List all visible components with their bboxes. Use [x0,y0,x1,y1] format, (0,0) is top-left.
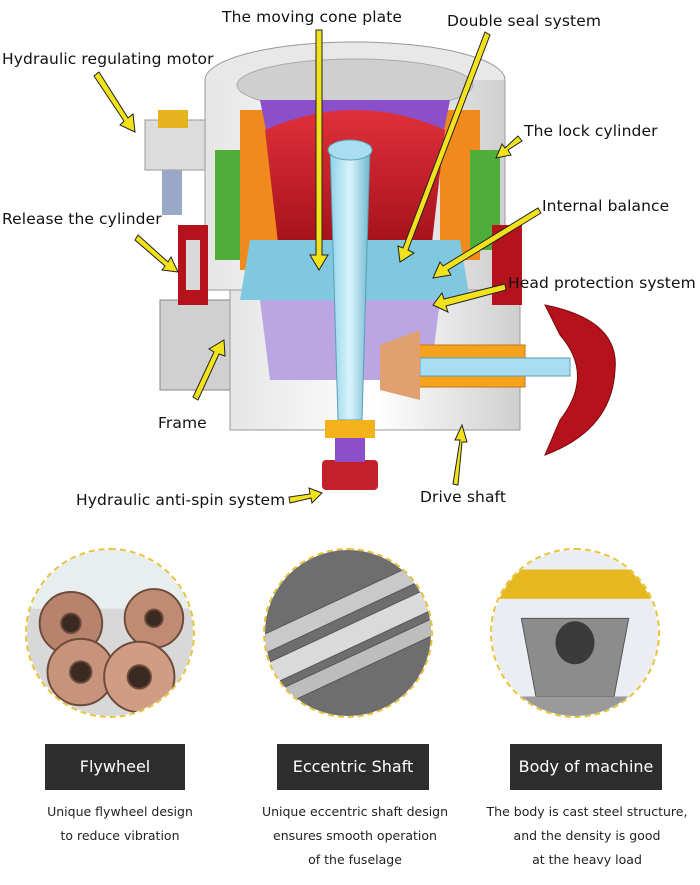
machine-body-title-banner: Body of machine [510,744,662,790]
flywheel-photo [25,548,195,718]
eccentric-desc-line-3: of the fuselage [308,852,402,867]
machine-body-photo [490,548,660,718]
label-lock-cylinder: The lock cylinder [524,122,658,140]
eccentric-desc-line-2: ensures smooth operation [273,828,437,843]
label-moving-cone-plate: The moving cone plate [222,8,403,26]
label-hydraulic-regulating-motor: Hydraulic regulating motor [2,50,214,68]
eccentric-shaft-photo [263,548,433,718]
label-head-protection-system: Head protection system [508,274,696,292]
label-frame: Frame [158,414,207,432]
label-internal-balance: Internal balance [542,197,670,215]
flywheel-desc-line-2: to reduce vibration [60,828,180,843]
label-double-seal-system: Double seal system [447,12,602,30]
label-hydraulic-anti-spin-system: Hydraulic anti-spin system [76,491,286,509]
eccentric-shaft-description: Unique eccentric shaft design ensures sm… [250,800,460,872]
cone-crusher-cutaway-diagram [93,29,616,505]
eccentric-desc-line-1: Unique eccentric shaft design [261,804,449,819]
eccentric-shaft-title-banner: Eccentric Shaft [277,744,429,790]
flywheel-desc-line-1: Unique flywheel design [47,804,193,819]
flywheel-description: Unique flywheel design to reduce vibrati… [20,800,220,848]
machine-body-description: The body is cast steel structure, and th… [478,800,696,872]
label-release-cylinder: Release the cylinder [2,210,162,228]
label-drive-shaft: Drive shaft [420,488,507,506]
body-desc-line-2: and the density is good [513,828,661,843]
flywheel-title-banner: Flywheel [45,744,185,790]
body-desc-line-3: at the heavy load [532,852,642,867]
body-desc-line-1: The body is cast steel structure, [486,804,688,819]
